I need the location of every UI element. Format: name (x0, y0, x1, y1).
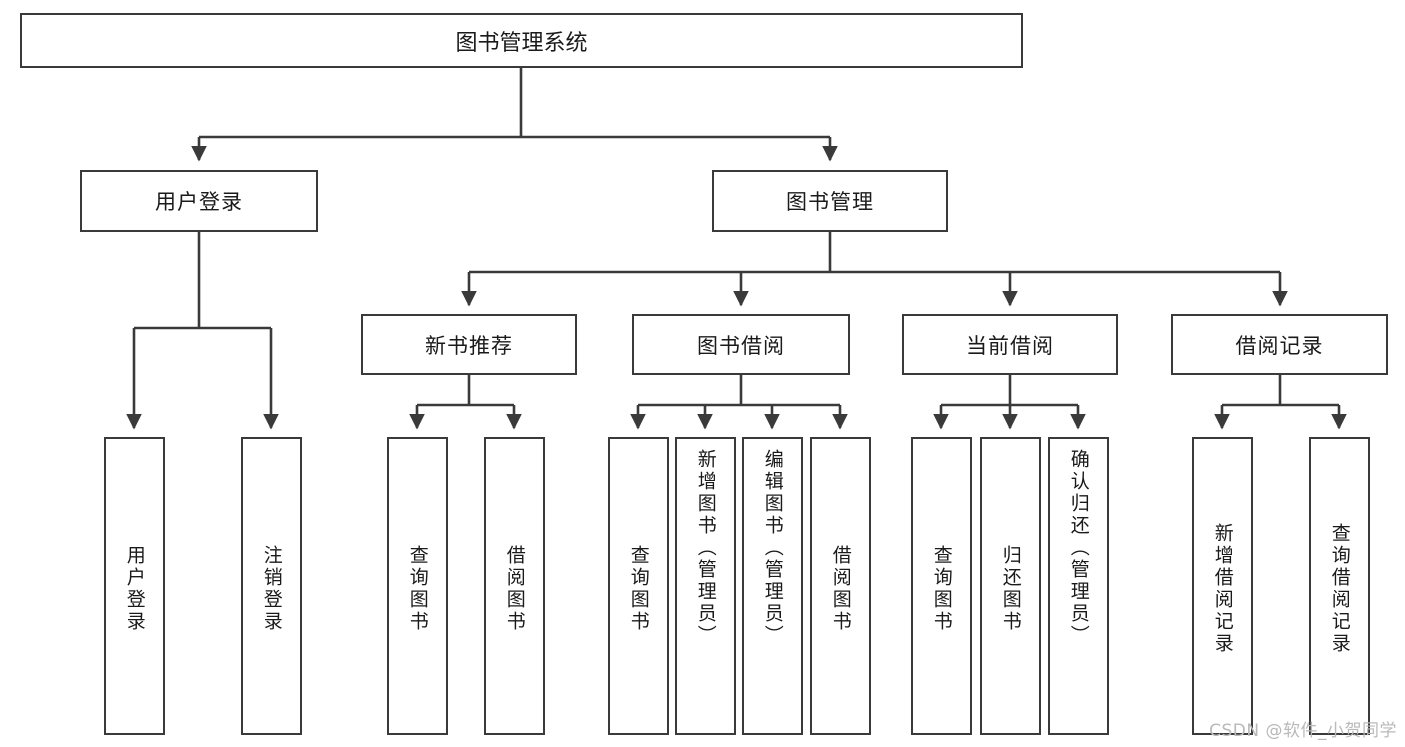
node-leaf-query-book-newbook-label: 查询图书 (406, 545, 429, 633)
node-borrow-record-label: 借阅记录 (1235, 333, 1324, 358)
node-leaf-confirm-return-admin-label: 确认归还（管理员） (1067, 449, 1090, 647)
node-leaf-borrow-book-newbook-label: 借阅图书 (503, 545, 526, 633)
node-leaf-edit-book-admin-label: 编辑图书（管理员） (761, 449, 784, 647)
node-leaf-query-book-borrow-label: 查询图书 (627, 545, 650, 633)
node-book-borrow-label: 图书借阅 (697, 333, 785, 358)
node-book-management-label: 图书管理 (786, 190, 874, 214)
node-leaf-return-book[interactable]: 归还图书 (980, 437, 1041, 735)
node-leaf-add-book-admin-label: 新增图书（管理员） (694, 449, 717, 647)
node-leaf-add-book-admin[interactable]: 新增图书（管理员） (675, 437, 736, 735)
node-leaf-query-borrow-record-label: 查询借阅记录 (1328, 523, 1351, 655)
node-user-login-label: 用户登录 (155, 190, 243, 214)
node-leaf-borrow-book-borrow-label: 借阅图书 (829, 545, 852, 633)
node-leaf-add-borrow-record-label: 新增借阅记录 (1211, 523, 1234, 655)
node-leaf-query-borrow-record[interactable]: 查询借阅记录 (1309, 437, 1370, 735)
node-new-book-recommend[interactable]: 新书推荐 (361, 314, 577, 375)
node-leaf-query-book-current-label: 查询图书 (930, 545, 953, 633)
node-leaf-user-login[interactable]: 用户登录 (104, 437, 165, 735)
node-new-book-recommend-label: 新书推荐 (425, 333, 513, 358)
node-leaf-confirm-return-admin[interactable]: 确认归还（管理员） (1048, 437, 1109, 735)
node-root-system[interactable]: 图书管理系统 (20, 13, 1023, 68)
node-leaf-query-book-newbook[interactable]: 查询图书 (387, 437, 448, 735)
node-borrow-record[interactable]: 借阅记录 (1171, 314, 1388, 375)
node-leaf-query-book-current[interactable]: 查询图书 (911, 437, 972, 735)
node-book-management[interactable]: 图书管理 (712, 170, 948, 232)
node-book-borrow[interactable]: 图书借阅 (632, 314, 850, 375)
node-leaf-return-book-label: 归还图书 (999, 545, 1022, 633)
node-leaf-borrow-book-newbook[interactable]: 借阅图书 (484, 437, 545, 735)
node-leaf-query-book-borrow[interactable]: 查询图书 (608, 437, 669, 735)
node-current-borrow[interactable]: 当前借阅 (902, 314, 1118, 375)
node-root-system-label: 图书管理系统 (455, 30, 588, 56)
node-leaf-add-borrow-record[interactable]: 新增借阅记录 (1192, 437, 1253, 735)
node-leaf-edit-book-admin[interactable]: 编辑图书（管理员） (742, 437, 803, 735)
node-leaf-user-login-label: 用户登录 (123, 545, 146, 633)
node-leaf-borrow-book-borrow[interactable]: 借阅图书 (810, 437, 871, 735)
node-user-login[interactable]: 用户登录 (80, 170, 318, 232)
node-leaf-logout-label: 注销登录 (260, 545, 283, 633)
node-current-borrow-label: 当前借阅 (966, 333, 1054, 358)
watermark: CSDN @软件_小贺同学 (1209, 721, 1397, 741)
node-leaf-logout[interactable]: 注销登录 (241, 437, 302, 735)
